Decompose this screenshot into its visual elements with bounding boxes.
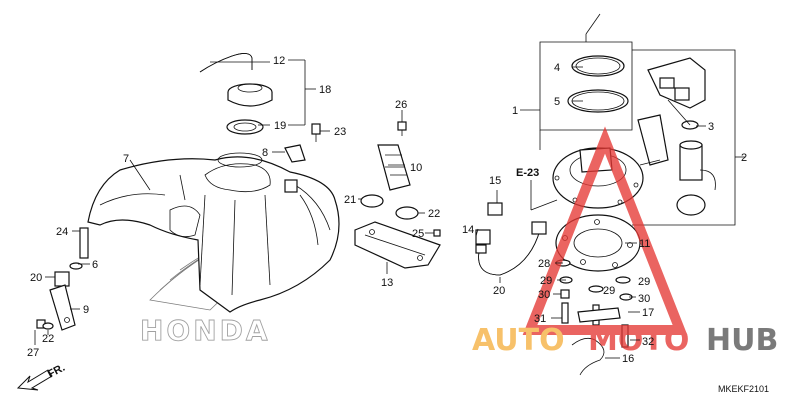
callout-23: 22 bbox=[42, 333, 54, 345]
honda-wing-outline: HONDA bbox=[140, 214, 302, 347]
callout-9: 9 bbox=[83, 304, 89, 316]
callout-24: 23 bbox=[334, 126, 346, 138]
grommet-right bbox=[395, 206, 419, 220]
cap-gasket bbox=[226, 119, 264, 135]
callout-4: 4 bbox=[554, 62, 560, 74]
grommet-left bbox=[360, 194, 384, 208]
watermark: AUTO MOTO HUB bbox=[472, 126, 778, 358]
front-direction-arrow: FR. bbox=[16, 362, 67, 391]
callout-29-c: 29 bbox=[603, 285, 615, 297]
callout-19: 19 bbox=[274, 120, 286, 132]
breather-hose bbox=[199, 53, 253, 73]
callout-25: 27 bbox=[27, 347, 39, 359]
watermark-text-moto: MOTO bbox=[588, 323, 689, 358]
left-mount-hardware bbox=[36, 227, 89, 331]
callout-26: 24 bbox=[56, 226, 68, 238]
callout-15: 15 bbox=[489, 175, 501, 187]
callout-27: 25 bbox=[412, 228, 424, 240]
callout-20: 20 bbox=[493, 285, 505, 297]
callout-29-a: 28 bbox=[538, 258, 550, 270]
callout-30-b: 30 bbox=[638, 293, 650, 305]
wire-harness bbox=[571, 337, 605, 376]
callout-7: 7 bbox=[123, 153, 129, 165]
diagram-code: MKEKF2101 bbox=[718, 384, 769, 394]
callout-labels: 12 18 19 23 8 7 26 10 21 22 25 13 24 6 2… bbox=[27, 55, 747, 365]
callout-5: 5 bbox=[554, 96, 560, 108]
callout-3: 3 bbox=[708, 121, 714, 133]
callout-8: 8 bbox=[262, 147, 268, 159]
callout-12: 12 bbox=[273, 55, 285, 67]
honda-outline-text: HONDA bbox=[140, 314, 271, 347]
callout-30-a: 29 bbox=[540, 275, 552, 287]
callout-32-a: 31 bbox=[534, 313, 546, 325]
callout-22-left: 21 bbox=[344, 194, 356, 206]
callout-13: 13 bbox=[381, 277, 393, 289]
callout-17: 17 bbox=[642, 307, 654, 319]
direction-label: FR. bbox=[46, 362, 67, 381]
fuel-level-sensor bbox=[377, 121, 411, 191]
watermark-triangle bbox=[522, 126, 688, 335]
callout-6: 6 bbox=[92, 259, 98, 271]
callout-32-b: 32 bbox=[642, 336, 654, 348]
callout-16: 16 bbox=[622, 353, 634, 365]
flange-gasket bbox=[555, 214, 641, 272]
callout-21: 20 bbox=[30, 272, 42, 284]
fuel-tank bbox=[87, 152, 340, 313]
callout-31: 30 bbox=[538, 289, 550, 301]
mount-bracket bbox=[284, 123, 321, 163]
pump-gaskets bbox=[539, 13, 633, 150]
section-reference: E-23 bbox=[516, 167, 539, 179]
fuel-cap bbox=[227, 83, 273, 107]
callout-18: 18 bbox=[319, 84, 331, 96]
fuel-pump-module bbox=[632, 49, 736, 226]
fuel-hose bbox=[475, 202, 547, 276]
callout-1: 1 bbox=[512, 105, 518, 117]
callout-29-b: 29 bbox=[638, 276, 650, 288]
callout-14: 14 bbox=[462, 224, 474, 236]
callout-22-right: 22 bbox=[428, 208, 440, 220]
heat-guard bbox=[354, 221, 441, 269]
leader-lines bbox=[34, 59, 745, 359]
callout-10: 10 bbox=[410, 162, 422, 174]
callout-28: 26 bbox=[395, 99, 407, 111]
callout-2: 2 bbox=[741, 152, 747, 164]
watermark-text-hub: HUB bbox=[706, 323, 778, 358]
callout-11: 11 bbox=[639, 238, 650, 250]
watermark-text-auto: AUTO bbox=[472, 323, 565, 358]
